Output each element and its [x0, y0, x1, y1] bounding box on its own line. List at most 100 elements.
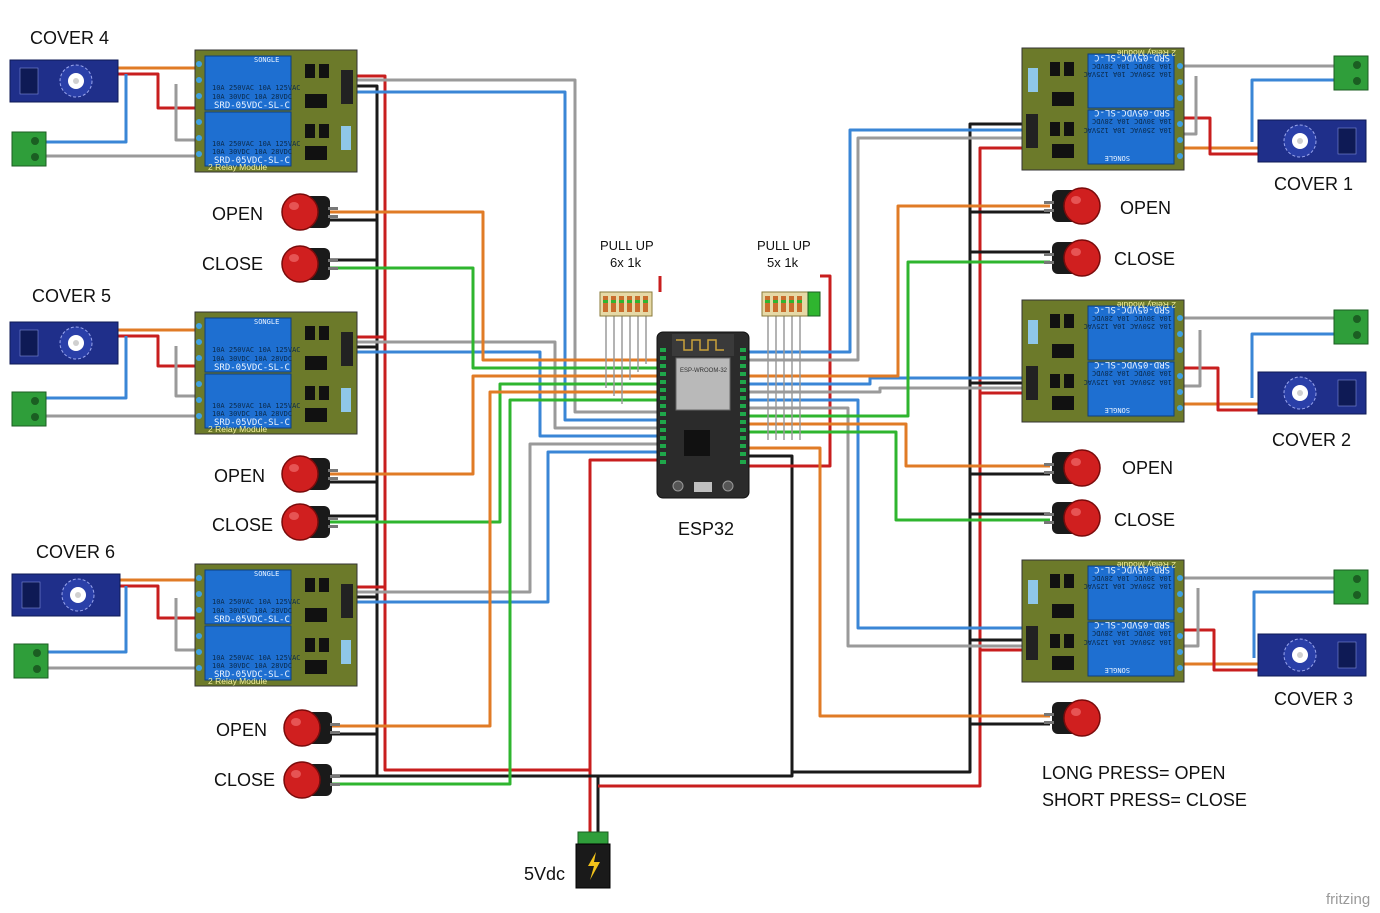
cover-2-label: COVER 2: [1272, 430, 1351, 450]
wire-power-black-right-bus: [792, 122, 1028, 774]
close-button-cover-6-icon: [283, 761, 341, 799]
relay-model-b: SRD-05VDC-SL-C: [1094, 564, 1170, 574]
motor-cover-6-icon: [11, 573, 121, 617]
relay-rating-4: 10A 30VDC 10A 28VDC: [1092, 314, 1172, 322]
cover-6-open-label: OPEN: [216, 720, 267, 740]
motor-cover-3-icon: [1257, 633, 1367, 677]
wire-power-red-right: [588, 458, 660, 770]
relay-rating-1: 10A 250VAC 10A 125VAC: [212, 84, 301, 92]
esp32-board-icon: ESP-WROOM-32: [656, 331, 750, 499]
relay-left-1-labels: 10A 250VAC 10A 125VAC 10A 30VDC 10A 28VD…: [208, 56, 301, 172]
relay-model: SRD-05VDC-SL-C: [214, 615, 290, 625]
close-button-cover-1-icon: [1043, 239, 1101, 277]
terminal-cover-5-icon: [11, 391, 47, 427]
cover-6-group: [11, 563, 358, 799]
close-button-cover-4-icon: [281, 245, 339, 283]
esp32-label: ESP32: [678, 519, 734, 539]
svg-text:ESP-WROOM-32: ESP-WROOM-32: [680, 368, 728, 374]
relay-model: SRD-05VDC-SL-C: [214, 101, 290, 111]
relay-module-name: 2 Relay Module: [208, 162, 267, 172]
relay-rating-1: 10A 250VAC 10A 125VAC: [1083, 126, 1172, 134]
relay-rating-2: 10A 30VDC 10A 28VDC: [1092, 369, 1172, 377]
cover-1-label: COVER 1: [1274, 174, 1353, 194]
cover-6-label: COVER 6: [36, 542, 115, 562]
open-button-cover-5-icon: [281, 455, 339, 493]
relay-brand: SONGLE: [254, 318, 279, 326]
relay-rating-2: 10A 30VDC 10A 28VDC: [1092, 629, 1172, 637]
relay-rating-4: 10A 30VDC 10A 28VDC: [212, 410, 292, 418]
relay-module-name: 2 Relay Module: [1117, 560, 1176, 570]
relay-rating-3: 10A 250VAC 10A 125VAC: [1083, 70, 1172, 78]
cover-5-close-label: CLOSE: [212, 515, 273, 535]
cover-5-open-label: OPEN: [214, 466, 265, 486]
pullup-right-line1: PULL UP: [757, 238, 811, 253]
wire-power-red-esp: [742, 274, 832, 468]
terminal-cover-4-icon: [11, 131, 47, 167]
relay-rating-1: 10A 250VAC 10A 125VAC: [1083, 378, 1172, 386]
relay-model-b: SRD-05VDC-SL-C: [214, 418, 290, 428]
relay-model-b: SRD-05VDC-SL-C: [214, 156, 290, 166]
motor-cover-4-icon: [9, 59, 119, 103]
cover-2-open-label: OPEN: [1122, 458, 1173, 478]
fritzing-credit: fritzing: [1326, 891, 1370, 908]
cover-5-label: COVER 5: [32, 286, 111, 306]
relay-rating-3: 10A 250VAC 10A 125VAC: [1083, 322, 1172, 330]
pullup-right-array-icon: [761, 291, 821, 317]
relay-left-3-labels: 10A 250VAC 10A 125VAC 10A 30VDC 10A 28VD…: [208, 570, 301, 686]
relay-brand: SONGLE: [1105, 406, 1130, 414]
motor-cover-1-icon: [1257, 119, 1367, 163]
relay-model-b: SRD-05VDC-SL-C: [214, 670, 290, 680]
relay-brand: SONGLE: [1105, 666, 1130, 674]
relay-model-b: SRD-05VDC-SL-C: [1094, 304, 1170, 314]
relay-model-b: SRD-05VDC-SL-C: [1094, 52, 1170, 62]
relay-left-2-labels: 10A 250VAC 10A 125VAC 10A 30VDC 10A 28VD…: [208, 318, 301, 434]
relay-rating-2: 10A 30VDC 10A 28VDC: [212, 93, 292, 101]
relay-rating-1: 10A 250VAC 10A 125VAC: [212, 346, 301, 354]
cover-6-close-label: CLOSE: [214, 770, 275, 790]
wires: [46, 64, 1336, 840]
open-button-cover-6-icon: [283, 709, 341, 747]
terminal-cover-3-icon: [1333, 569, 1369, 605]
relay-rating-1: 10A 250VAC 10A 125VAC: [212, 598, 301, 606]
close-button-cover-2-icon: [1043, 499, 1101, 537]
relay-module-name: 2 Relay Module: [208, 676, 267, 686]
relay-right-1-labels: 10A 250VAC 10A 125VAC 10A 30VDC 10A 28VD…: [1083, 48, 1176, 162]
master-button-icon: [1043, 699, 1101, 737]
relay-model: SRD-05VDC-SL-C: [1094, 619, 1170, 629]
wire-power-black-mid: [598, 454, 794, 778]
cover-3-group: [1021, 559, 1369, 737]
open-button-cover-1-icon: [1043, 187, 1101, 225]
terminal-cover-1-icon: [1333, 55, 1369, 91]
cover-3-label: COVER 3: [1274, 689, 1353, 709]
cover-4-label: COVER 4: [30, 28, 109, 48]
relay-right-3-labels: 10A 250VAC 10A 125VAC 10A 30VDC 10A 28VD…: [1083, 560, 1176, 674]
labels: COVER 4 OPEN CLOSE COVER 5 OPEN CLOSE CO…: [30, 28, 1370, 908]
relay-rating-3: 10A 250VAC 10A 125VAC: [1083, 582, 1172, 590]
relay-model: SRD-05VDC-SL-C: [1094, 107, 1170, 117]
cover-4-open-label: OPEN: [212, 204, 263, 224]
cover-4-group: [9, 49, 358, 283]
relay-module-name: 2 Relay Module: [208, 424, 267, 434]
relay-module-name: 2 Relay Module: [1117, 48, 1176, 58]
cover-5-group: [9, 311, 358, 541]
master-button-line2: SHORT PRESS= CLOSE: [1042, 790, 1247, 810]
terminal-cover-6-icon: [13, 643, 49, 679]
relay-rating-4: 10A 30VDC 10A 28VDC: [212, 662, 292, 670]
relay-rating-2: 10A 30VDC 10A 28VDC: [212, 607, 292, 615]
relay-rating-1: 10A 250VAC 10A 125VAC: [1083, 638, 1172, 646]
relay-rating-4: 10A 30VDC 10A 28VDC: [212, 148, 292, 156]
power-label: 5Vdc: [524, 864, 565, 884]
pullup-left-line2: 6x 1k: [610, 255, 642, 270]
pullup-right-line2: 5x 1k: [767, 255, 799, 270]
cover-1-open-label: OPEN: [1120, 198, 1171, 218]
motor-cover-2-icon: [1257, 371, 1367, 415]
relay-right-2-labels: 10A 250VAC 10A 125VAC 10A 30VDC 10A 28VD…: [1083, 300, 1176, 414]
relay-rating-3: 10A 250VAC 10A 125VAC: [212, 140, 301, 148]
cover-2-close-label: CLOSE: [1114, 510, 1175, 530]
relay-rating-4: 10A 30VDC 10A 28VDC: [1092, 62, 1172, 70]
pullup-left-array-icon: [599, 291, 653, 317]
close-button-cover-5-icon: [281, 503, 339, 541]
power-jack-icon: [575, 831, 611, 889]
